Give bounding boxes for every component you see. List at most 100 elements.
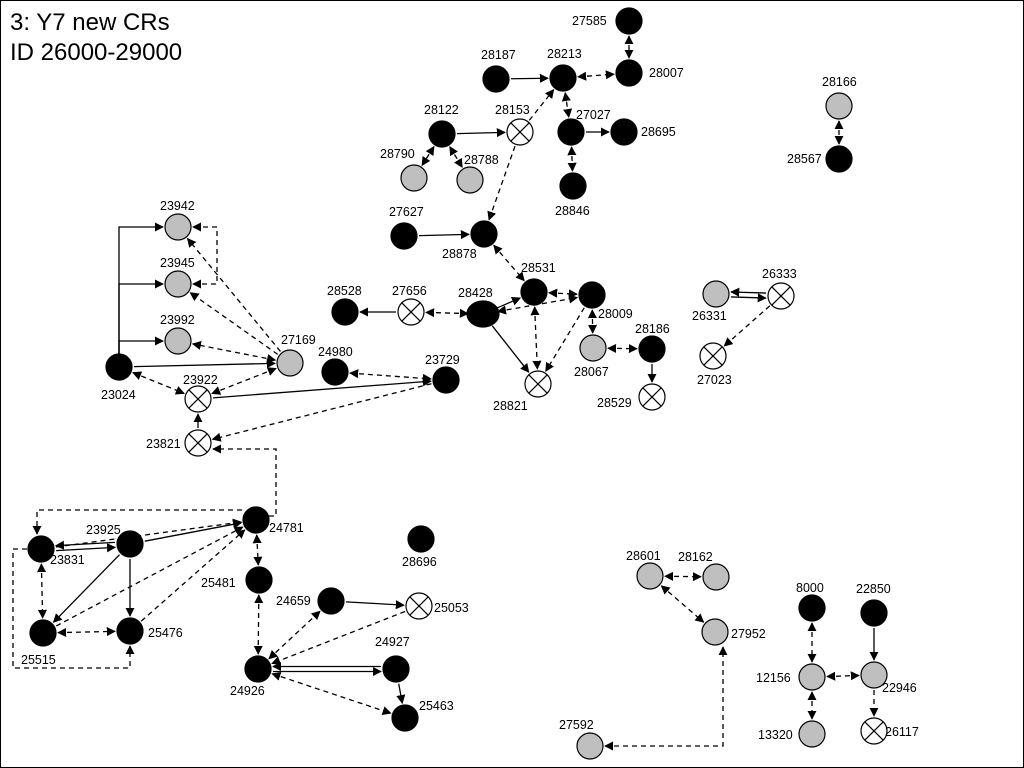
edge-layer <box>12 35 879 751</box>
node-28007[interactable]: 28007 <box>615 59 684 87</box>
node-26331[interactable]: 26331 <box>692 280 730 323</box>
node-23821[interactable]: 23821 <box>146 429 212 457</box>
node-circle <box>390 222 418 250</box>
node-27627[interactable]: 27627 <box>389 205 424 250</box>
node-label: 24980 <box>318 345 353 359</box>
edge-28601-28162 <box>664 571 702 582</box>
node-24980[interactable]: 24980 <box>318 345 353 386</box>
node-circle <box>116 530 144 558</box>
edge-28187-28213 <box>510 73 549 83</box>
edge-28122-28790 <box>421 145 435 167</box>
node-27592[interactable]: 27592 <box>559 718 604 760</box>
node-28601[interactable]: 28601 <box>626 549 664 590</box>
node-28428[interactable]: 28428 <box>458 286 500 328</box>
node-28067[interactable]: 28067 <box>574 334 609 379</box>
node-25463[interactable]: 25463 <box>391 699 454 732</box>
node-28187[interactable]: 28187 <box>481 48 516 93</box>
node-12156[interactable]: 12156 <box>756 663 826 691</box>
edge-28878-28531 <box>493 244 525 282</box>
node-label: 28187 <box>481 48 516 62</box>
edge-24926-25463 <box>271 672 392 715</box>
node-27952[interactable]: 27952 <box>701 618 766 646</box>
node-28122[interactable]: 28122 <box>424 103 459 148</box>
edge-28122-28153 <box>456 128 506 138</box>
node-circle <box>702 280 730 308</box>
node-circle <box>391 704 419 732</box>
node-26333[interactable]: 26333 <box>762 267 797 310</box>
node-24781[interactable]: 24781 <box>242 506 304 535</box>
node-28528[interactable]: 28528 <box>327 284 362 326</box>
node-23945[interactable]: 23945 <box>160 256 195 298</box>
node-28166[interactable]: 28166 <box>822 75 857 120</box>
node-24659[interactable]: 24659 <box>276 587 345 615</box>
node-circle <box>27 535 55 563</box>
node-label: 27023 <box>697 373 732 387</box>
node-23024[interactable]: 23024 <box>101 353 136 402</box>
node-28213[interactable]: 28213 <box>547 47 582 92</box>
edge-23024-27169 <box>133 358 276 369</box>
node-28788[interactable]: 28788 <box>456 153 499 194</box>
node-circle <box>29 619 57 647</box>
edge-23831-25515 <box>37 563 47 619</box>
node-28531[interactable]: 28531 <box>520 261 556 306</box>
node-label: 26333 <box>762 267 797 281</box>
node-23925[interactable]: 23925 <box>86 523 144 558</box>
node-25481[interactable]: 25481 <box>201 566 273 594</box>
edge-27169-23945 <box>189 292 279 355</box>
node-27023[interactable]: 27023 <box>697 342 732 387</box>
node-label: 28601 <box>626 549 661 563</box>
title-line-2: ID 26000-29000 <box>10 39 183 66</box>
node-circle <box>702 563 730 591</box>
node-28186[interactable]: 28186 <box>635 322 670 363</box>
edge-28531-28009 <box>548 288 578 299</box>
node-26117[interactable]: 26117 <box>860 717 919 745</box>
node-23992[interactable]: 23992 <box>160 313 195 355</box>
node-label: 28428 <box>458 286 493 300</box>
node-25476[interactable]: 25476 <box>116 617 183 645</box>
node-28821[interactable]: 28821 <box>493 370 552 413</box>
node-28162[interactable]: 28162 <box>678 550 730 591</box>
node-23922[interactable]: 23922 <box>183 373 218 413</box>
node-28846[interactable]: 28846 <box>555 172 590 218</box>
node-label: 28790 <box>380 147 415 161</box>
node-label: 25481 <box>201 576 236 590</box>
node-28696[interactable]: 28696 <box>402 525 437 569</box>
node-24927[interactable]: 24927 <box>375 635 410 683</box>
cross-mark <box>528 374 548 394</box>
node-28153[interactable]: 28153 <box>495 103 534 146</box>
edge-23925-25515 <box>52 554 120 623</box>
node-22850[interactable]: 22850 <box>856 582 891 627</box>
node-label: 28186 <box>635 322 670 336</box>
node-27585[interactable]: 27585 <box>572 7 643 35</box>
node-circle <box>164 213 192 241</box>
node-23942[interactable]: 23942 <box>160 199 195 241</box>
cross-mark <box>703 346 723 366</box>
node-28878[interactable]: 28878 <box>442 220 498 261</box>
edge-28122-28788 <box>449 146 463 168</box>
node-28567[interactable]: 28567 <box>787 145 853 173</box>
node-layer: 23942 23945 23992 27169 23024 23922 23821 24980… <box>21 7 919 760</box>
node-23831[interactable]: 23831 <box>27 535 85 567</box>
edge-27169-23992 <box>191 341 277 363</box>
node-circle <box>860 661 888 689</box>
node-circle <box>321 358 349 386</box>
node-27027[interactable]: 27027 <box>557 108 611 146</box>
node-24926[interactable]: 24926 <box>230 655 272 698</box>
node-22946[interactable]: 22946 <box>860 661 917 695</box>
node-23729[interactable]: 23729 <box>425 353 460 394</box>
node-circle <box>576 732 604 760</box>
node-13320[interactable]: 13320 <box>758 720 826 748</box>
node-circle <box>432 366 460 394</box>
node-28790[interactable]: 28790 <box>380 147 428 192</box>
node-25515[interactable]: 25515 <box>21 619 57 667</box>
node-28009[interactable]: 28009 <box>578 281 633 321</box>
node-label: 28528 <box>327 284 362 298</box>
node-25053[interactable]: 25053 <box>405 592 469 620</box>
node-27656[interactable]: 27656 <box>392 284 427 326</box>
node-8000[interactable]: 8000 <box>796 581 826 622</box>
node-28529[interactable]: 28529 <box>597 383 666 411</box>
node-28695[interactable]: 28695 <box>610 118 676 146</box>
node-circle <box>400 164 428 192</box>
node-27169[interactable]: 27169 <box>276 333 316 377</box>
